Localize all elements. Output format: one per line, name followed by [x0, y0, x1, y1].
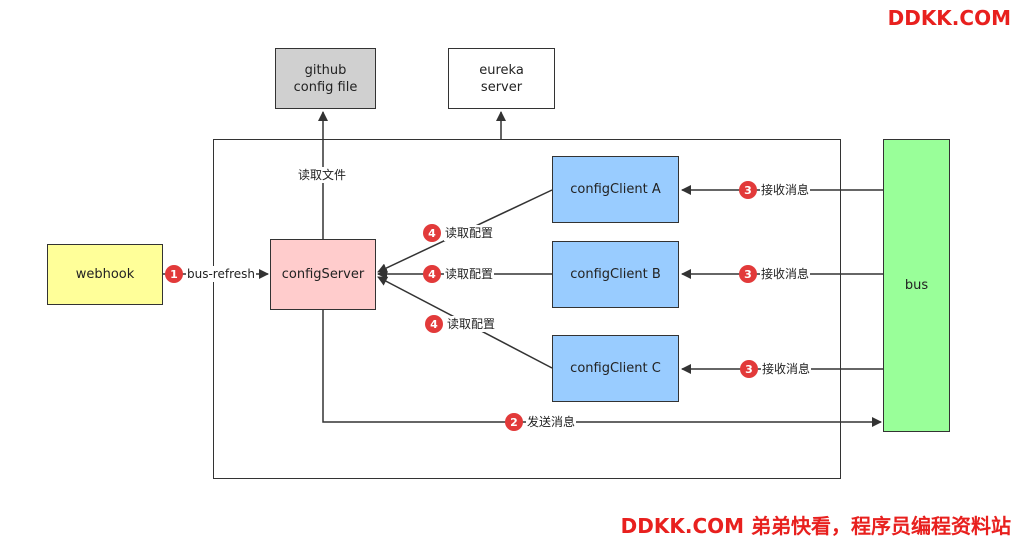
- config-server-node: configServer: [270, 239, 376, 310]
- eureka-server-node: eureka server: [448, 48, 555, 109]
- bus-refresh-label: bus-refresh: [186, 266, 256, 282]
- config-client-c-node: configClient C: [552, 335, 679, 402]
- read-config-label-c: 读取配置: [446, 316, 497, 332]
- step-4-badge-c: 4: [425, 315, 443, 333]
- send-msg-label: 发送消息: [526, 414, 577, 430]
- github-config-file-node: github config file: [275, 48, 376, 109]
- step-2-badge: 2: [505, 413, 523, 431]
- step-4-badge-a: 4: [423, 224, 441, 242]
- config-client-b-node: configClient B: [552, 241, 679, 308]
- read-config-label-a: 读取配置: [444, 225, 495, 241]
- config-client-a-node: configClient A: [552, 156, 679, 223]
- receive-msg-label-c: 接收消息: [761, 361, 812, 377]
- step-3-badge-c: 3: [740, 360, 758, 378]
- edge-server-to-bus: [322, 310, 882, 427]
- receive-msg-label-a: 接收消息: [760, 182, 811, 198]
- bus-node: bus: [883, 139, 950, 432]
- step-3-badge-a: 3: [739, 181, 757, 199]
- webhook-node: webhook: [47, 244, 163, 305]
- watermark-bottom: DDKK.COM 弟弟快看，程序员编程资料站: [620, 514, 1011, 538]
- services-frame: [213, 139, 841, 479]
- read-config-label-b: 读取配置: [444, 266, 495, 282]
- read-file-label: 读取文件: [297, 167, 348, 183]
- receive-msg-label-b: 接收消息: [760, 266, 811, 282]
- step-4-badge-b: 4: [423, 265, 441, 283]
- step-3-badge-b: 3: [739, 265, 757, 283]
- step-1-badge: 1: [165, 265, 183, 283]
- watermark-top: DDKK.COM: [887, 6, 1011, 30]
